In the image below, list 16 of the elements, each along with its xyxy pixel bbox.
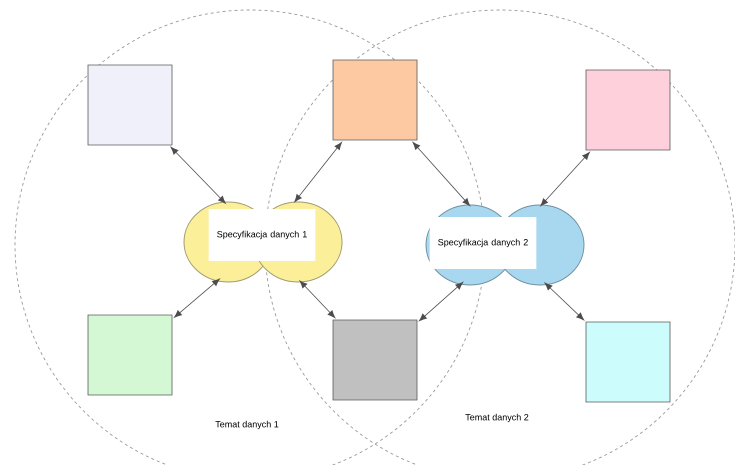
square — [586, 322, 670, 402]
arrow — [412, 142, 470, 206]
square — [88, 64, 172, 146]
square — [332, 320, 418, 400]
topic-label: Temat danych 2 — [465, 414, 528, 422]
arrow — [294, 142, 342, 202]
topic-label: Temat danych 1 — [215, 420, 278, 430]
square — [586, 70, 670, 150]
square — [88, 314, 172, 396]
arrow — [174, 278, 220, 318]
arrow — [170, 146, 226, 204]
square — [332, 60, 418, 140]
arrow — [300, 280, 336, 318]
arrow — [418, 282, 464, 322]
arrow — [544, 282, 584, 320]
arrow — [540, 152, 590, 206]
